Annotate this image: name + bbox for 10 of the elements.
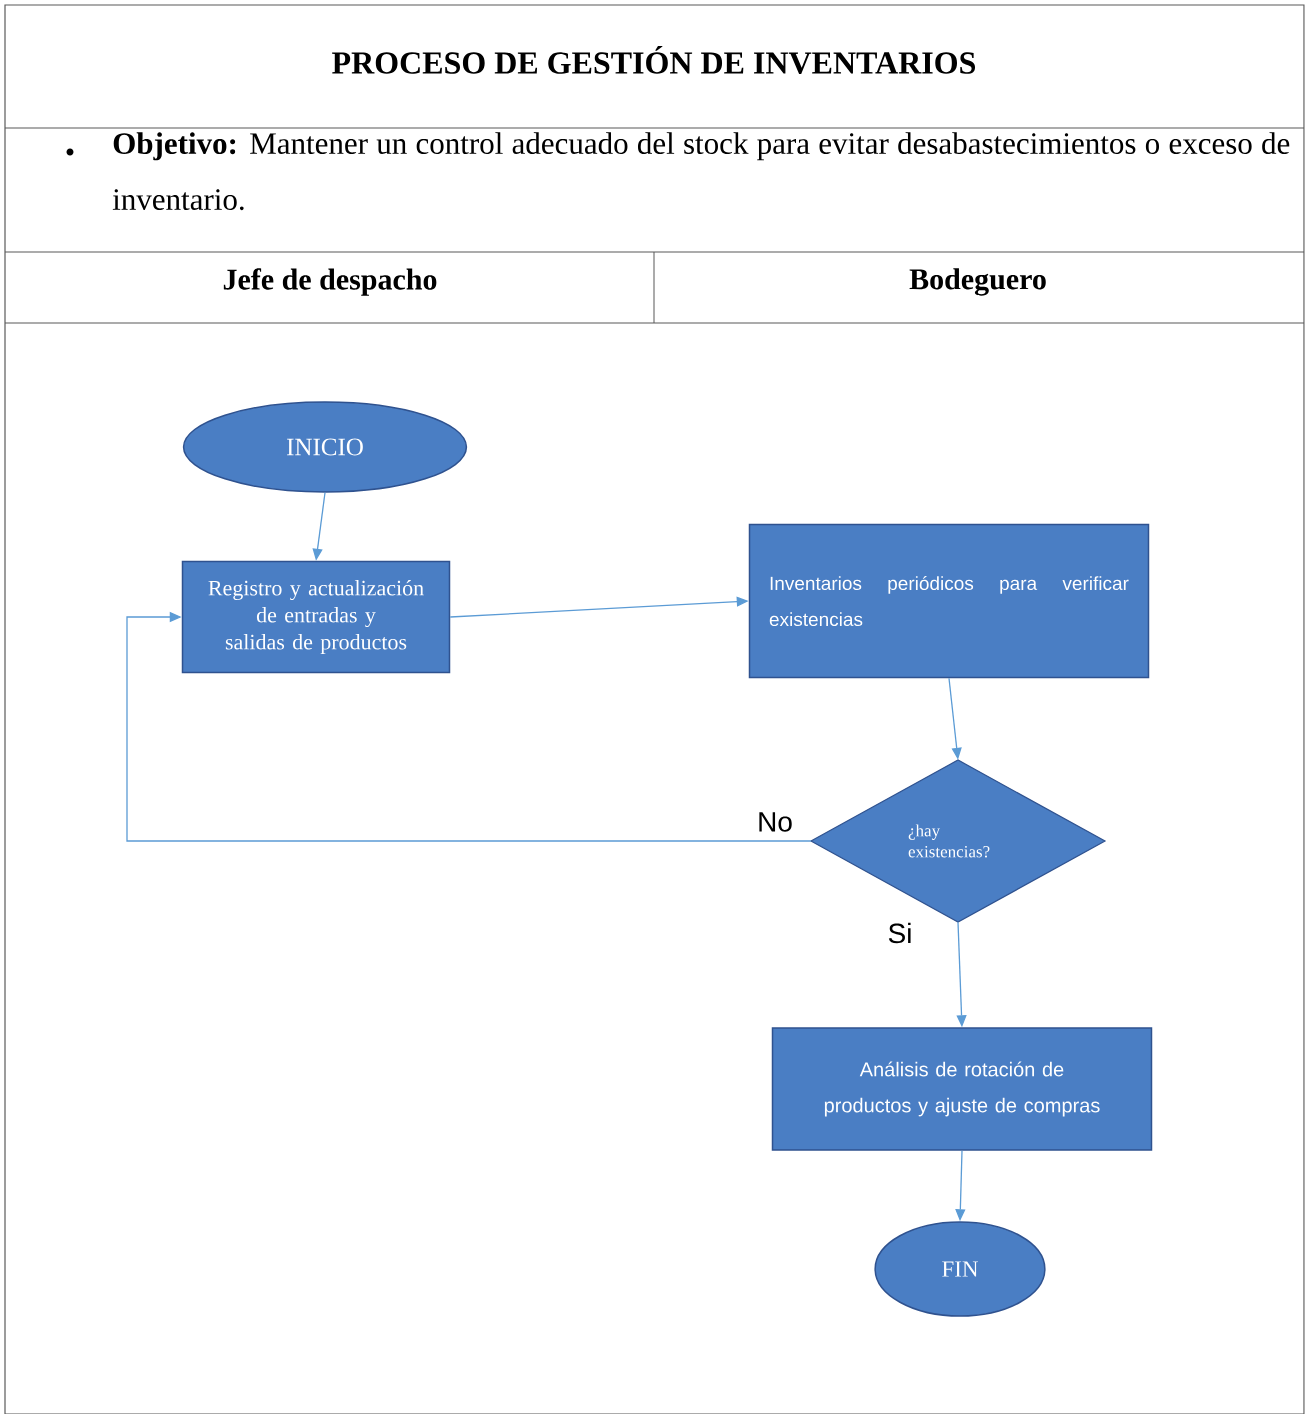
edge-label: Si: [886, 921, 914, 945]
objective-text: Objetivo: Mantener un control adecuado del stock para evitar desabastecimientos o exceso de inventario.: [112, 132, 1290, 211]
edge-label: No: [756, 811, 794, 833]
process-box: Inventarios periódicos para verificar existencias: [748, 523, 1150, 679]
process-box: Registro y actualización de entradas y salidas de productos: [181, 560, 451, 674]
column-header: Jefe de despacho: [223, 268, 437, 296]
process-box: Análisis de rotación de productos y ajuste de compras: [771, 1027, 1153, 1151]
column-header: Bodeguero: [909, 268, 1046, 296]
arrow: [126, 611, 812, 842]
title: PROCESO DE GESTIÓN DE INVENTARIOS: [332, 46, 976, 74]
